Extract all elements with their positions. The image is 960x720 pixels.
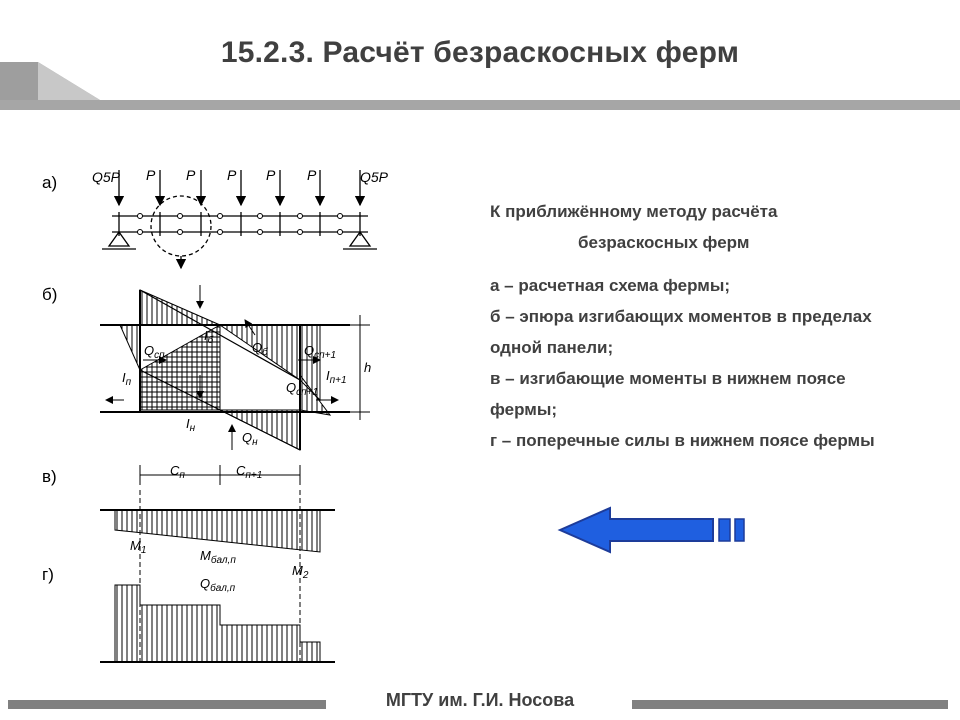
label-v: в)	[42, 467, 57, 486]
caption-item: б – эпюра изгибающих моментов в пределах…	[490, 307, 872, 357]
svg-text:М2: М2	[292, 563, 309, 581]
load-label: Q5P	[92, 169, 121, 185]
svg-text:Сп: Сп	[170, 463, 185, 481]
caption-item: г – поперечные силы в нижнем поясе фермы	[490, 431, 875, 450]
title-underline-bar	[0, 100, 960, 110]
back-arrow-icon[interactable]	[555, 505, 755, 555]
svg-text:Мбал,п: Мбал,п	[200, 548, 236, 566]
footer-bar-left	[8, 700, 326, 709]
svg-text:Iн: Iн	[186, 416, 196, 434]
load-label: Q5P	[360, 169, 389, 185]
svg-text:Iп+1: Iп+1	[326, 368, 347, 386]
bottom-chord-shear	[100, 490, 335, 663]
corner-decoration	[0, 62, 100, 110]
label-a: а)	[42, 173, 57, 192]
load-label: P	[266, 167, 276, 183]
svg-text:Qн: Qн	[242, 430, 258, 448]
load-label: P	[227, 167, 237, 183]
svg-text:Qсп+1: Qсп+1	[286, 380, 318, 398]
loads-row: Q5P P P P P P Q5P	[92, 167, 389, 185]
footer-bar-right	[632, 700, 948, 709]
moment-diagram-panel	[100, 285, 370, 451]
truss-hinges	[137, 213, 343, 235]
shear-symbol: Qбал,п	[200, 576, 236, 594]
panel-symbols: Qсп Qсп+1 Qсп+1 Iб Qб Iп Iп+1 Iн Qн h	[122, 328, 371, 448]
svg-text:Qб: Qб	[252, 340, 268, 358]
load-label: P	[186, 167, 196, 183]
svg-text:Iб: Iб	[204, 328, 214, 346]
svg-text:Qсп: Qсп	[144, 343, 165, 361]
load-label: P	[146, 167, 156, 183]
bottom-chord-moments	[100, 465, 335, 553]
caption-item: в – изгибающие моменты в нижнем поясе фе…	[490, 369, 846, 419]
caption-heading: К приближённому методу расчёта	[490, 202, 778, 221]
footer-text: МГТУ им. Г.И. Носова	[385, 690, 575, 710]
caption-heading-line2: безраскосных ферм	[578, 233, 750, 252]
moment-symbols: Сп Сп+1 М1 Мбал,п М2	[130, 463, 309, 581]
truss-scheme	[102, 170, 377, 270]
svg-text:М1: М1	[130, 538, 146, 556]
load-label: P	[307, 167, 317, 183]
truss-figure: а) Q5P P P P P P Q5P б)	[42, 167, 389, 663]
svg-text:h: h	[364, 360, 371, 375]
svg-text:Iп: Iп	[122, 370, 132, 388]
figure-caption: К приближённому методу расчёта безраскос…	[490, 196, 910, 456]
svg-text:Сп+1: Сп+1	[236, 463, 262, 481]
svg-text:Qсп+1: Qсп+1	[304, 343, 336, 361]
label-b: б)	[42, 285, 57, 304]
slide-title: 15.2.3. Расчёт безраскосных ферм	[220, 36, 740, 69]
caption-item: а – расчетная схема фермы;	[490, 276, 731, 295]
label-g: г)	[42, 565, 54, 584]
